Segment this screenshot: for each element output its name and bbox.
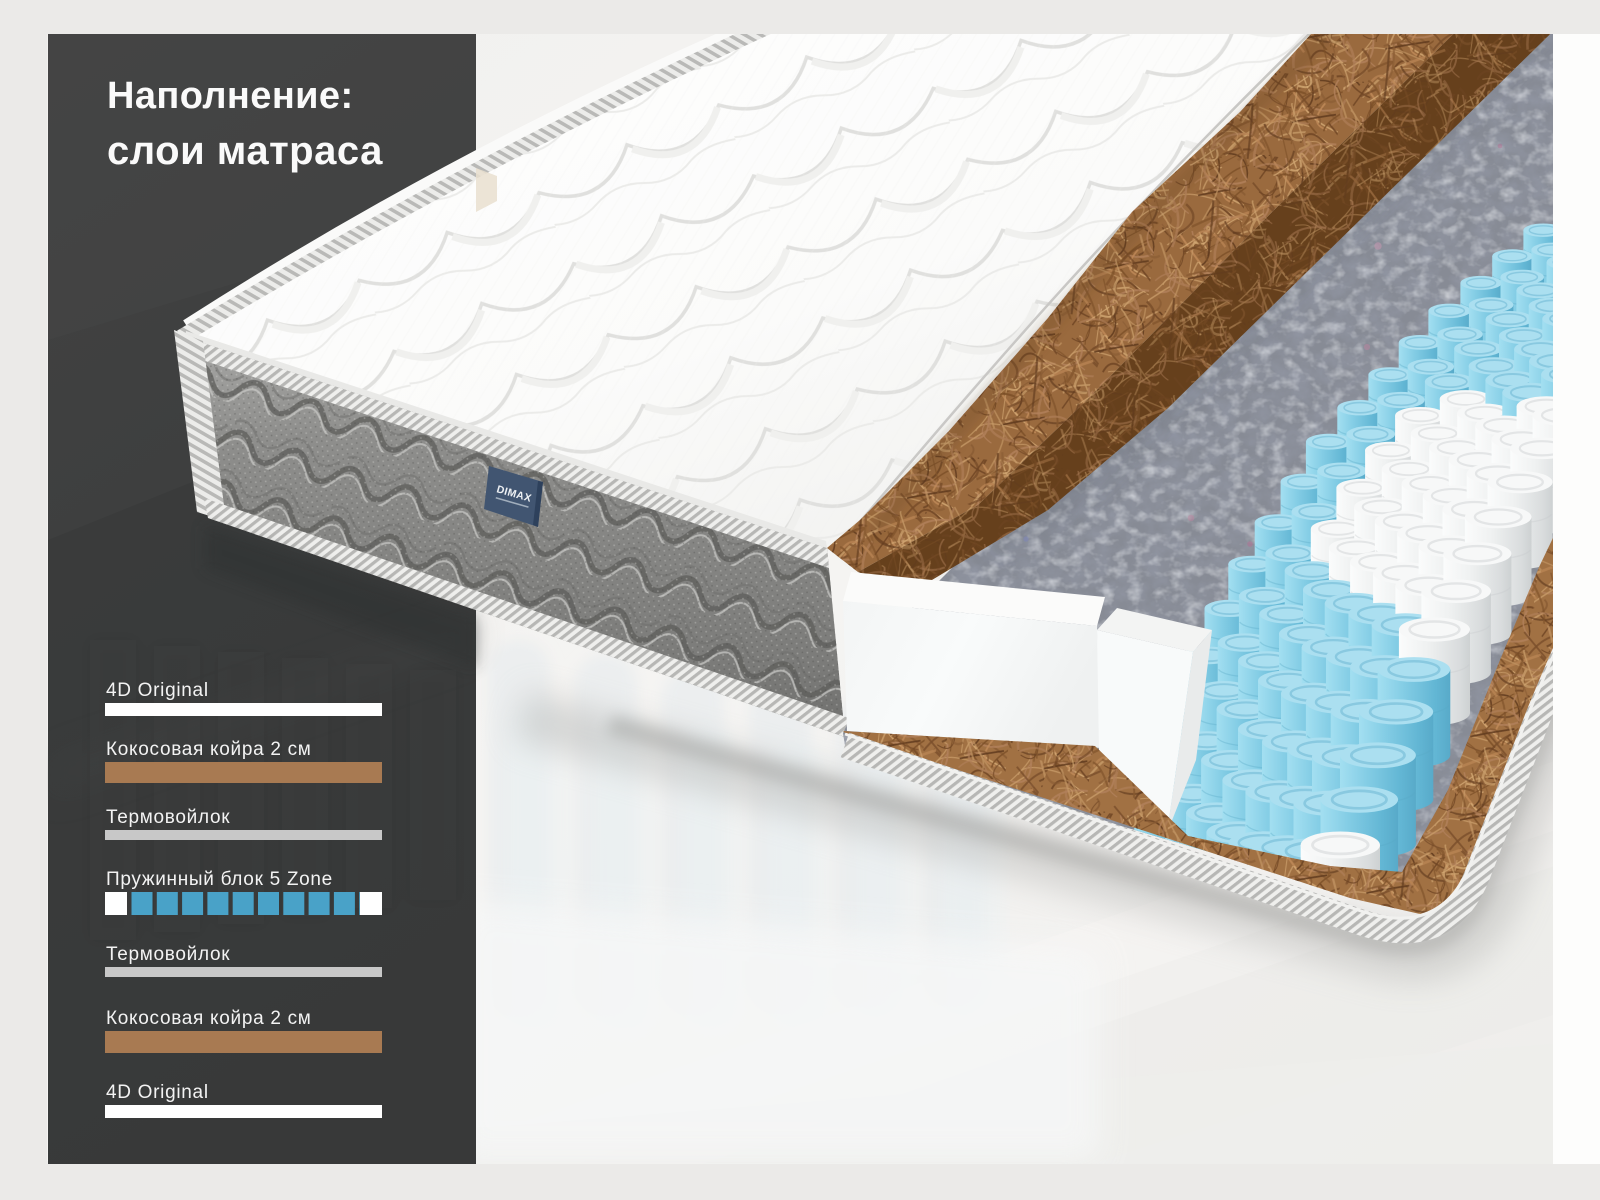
- svg-text:Термовойлок: Термовойлок: [106, 807, 230, 828]
- svg-text:Кокосовая койра 2 см: Кокосовая койра 2 см: [106, 1008, 312, 1029]
- svg-text:Пружинный блок 5 Zone: Пружинный блок 5 Zone: [106, 869, 333, 890]
- svg-text:Термовойлок: Термовойлок: [106, 944, 230, 965]
- svg-text:слои матраса: слои матраса: [107, 129, 383, 173]
- svg-text:Кокосовая койра 2 см: Кокосовая койра 2 см: [106, 739, 312, 760]
- svg-text:Наполнение:: Наполнение:: [107, 75, 354, 117]
- svg-text:4D Original: 4D Original: [106, 1082, 209, 1103]
- svg-text:4D Original: 4D Original: [106, 680, 209, 701]
